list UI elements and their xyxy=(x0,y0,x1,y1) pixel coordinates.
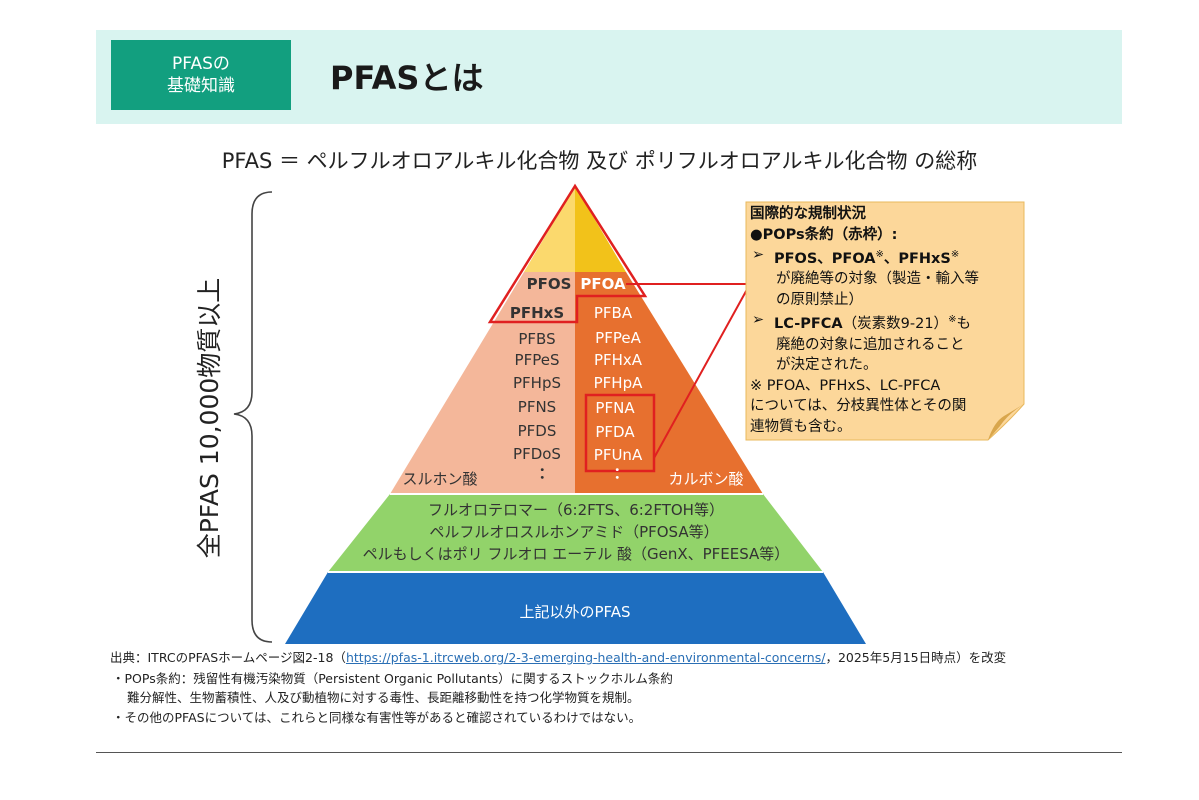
bullet-pops-text: 残留性有機汚染物質（Persistent Organic Pollutants）… xyxy=(193,671,673,686)
badge-line1: PFASの xyxy=(172,54,230,74)
pfas-definition: PFAS ＝ ペルフルオロアルキル化合物 及び ポリフルオロアルキル化合物 の総… xyxy=(221,149,978,173)
bullet-arrow-icon: ➢ xyxy=(752,312,765,329)
green-tier-text: フルオロテロマー（6:2FTS、6:2FTOH等） ペルフルオロスルホンアミド（… xyxy=(363,501,790,563)
note-title: 国際的な規制状況 xyxy=(750,206,866,222)
sulfonic-item: PFDS xyxy=(518,422,557,440)
note-mark: ※ xyxy=(875,249,884,260)
sulfonic-item: PFHpS xyxy=(513,374,561,392)
regulation-note: 国際的な規制状況 ●POPs条約（赤枠）: ➢ PFOS、PFOA※、PFHxS… xyxy=(750,204,1018,437)
carboxylic-item: PFUnA xyxy=(594,446,643,464)
carboxylic-item: PFHxA xyxy=(594,351,643,369)
carboxylic-item: PFDA xyxy=(595,423,635,441)
carboxylic-list: PFBA PFPeA PFHxA PFHpA PFNA PFDA PFUnA ：… xyxy=(594,304,744,488)
carboxylic-label: カルボン酸 xyxy=(668,470,743,488)
bullet-pops: ・POPs条約：残留性有機汚染物質（Persistent Organic Pol… xyxy=(112,668,673,687)
curly-brace xyxy=(233,191,273,643)
carboxylic-item: PFPeA xyxy=(595,329,641,347)
label-pfoa: PFOA xyxy=(580,275,626,293)
note-bullet: ➢ LC-PFCA（炭素数9-21）※も xyxy=(750,310,1018,334)
note-bullet2-rest1: 廃絶の対象に追加されること xyxy=(776,336,965,353)
source-suffix: ，2025年5月15日時点）を改変 xyxy=(825,650,1007,665)
sulfonic-item: PFHxS xyxy=(510,304,564,322)
tier-carboxylic xyxy=(575,272,763,494)
bullet-other-pfas: ・その他のPFASについては、これらと同様な有害性等があると確認されているわけで… xyxy=(112,710,642,725)
badge-line2: 基礎知識 xyxy=(167,76,235,96)
pops-red-frame-top xyxy=(487,183,648,324)
note-bullet2-tail: も xyxy=(956,316,971,333)
page-title: PFASとは xyxy=(330,59,484,97)
side-label: 全PFAS 10,000物質以上 xyxy=(195,278,224,559)
bottom-divider xyxy=(96,752,1122,753)
note-bullet1-rest2: の原則禁止） xyxy=(776,291,863,308)
note-mark: ※ xyxy=(950,249,960,260)
sulfonic-item: PFBS xyxy=(518,330,555,348)
pops-red-frame-lcpfca xyxy=(584,393,656,473)
note-bullet2-mid: （炭素数9-21） xyxy=(842,316,949,333)
source-link[interactable]: https://pfas-1.itrcweb.org/2-3-emerging-… xyxy=(345,650,826,665)
note-paper xyxy=(745,201,1025,441)
source-citation: 出典：ITRCのPFASホームページ図2-18（https://pfas-1.i… xyxy=(110,647,1006,666)
sulfonic-ellipsis: ： xyxy=(538,464,553,482)
note-bullet2-rest2: が決定された。 xyxy=(776,357,878,374)
label-pfos: PFOS xyxy=(527,275,572,293)
source-prefix: 出典：ITRCのPFASホームページ図2-18（ xyxy=(110,650,346,665)
note-bullet1-rest1: が廃絶等の対象（製造・輸入等 xyxy=(776,271,979,288)
note-mark: ※ xyxy=(948,314,957,326)
green-line: ペルもしくはポリ フルオロ エーテル 酸（GenX、PFEESA等） xyxy=(363,545,790,563)
tier-green xyxy=(328,494,823,572)
note-bullet2-bold: LC-PFCA xyxy=(774,316,843,333)
note-bullet1-bold: PFOS、PFOA xyxy=(774,250,876,267)
bullet-pops-head: ・POPs条約： xyxy=(112,671,194,686)
note-bullet1-bold2: 、PFHxS xyxy=(883,250,951,267)
tier-sulfonic xyxy=(390,272,575,494)
carboxylic-item: PFHpA xyxy=(594,374,643,392)
sulfonic-item: PFPeS xyxy=(515,351,560,369)
note-subtitle: ●POPs条約（赤枠）: xyxy=(750,226,898,243)
green-line: ペルフルオロスルホンアミド（PFOSA等） xyxy=(429,523,718,541)
note-footnote1: ※ PFOA、PFHxS、LC-PFCA xyxy=(750,377,941,394)
note-footnote2: については、分枝異性体とその関 xyxy=(750,398,967,415)
blue-tier-label: 上記以外のPFAS xyxy=(519,603,630,621)
note-bullet: ➢ PFOS、PFOA※、PFHxS※ xyxy=(750,245,1018,269)
carboxylic-ellipsis: ： xyxy=(613,464,628,482)
green-line: フルオロテロマー（6:2FTS、6:2FTOH等） xyxy=(428,501,724,519)
category-badge: PFASの 基礎知識 xyxy=(111,40,291,110)
sulfonic-item: PFNS xyxy=(518,398,556,416)
bullet-pops-line2: 難分解性、生物蓄積性、人及び動植物に対する毒性、長距離移動性を持つ化学物質を規制… xyxy=(127,690,640,705)
carboxylic-item: PFBA xyxy=(594,304,633,322)
sulfonic-list: PFHxS PFBS PFPeS PFHpS PFNS PFDS PFDoS ：… xyxy=(402,304,564,488)
sulfonic-item: PFDoS xyxy=(513,445,561,463)
carboxylic-item: PFNA xyxy=(595,399,635,417)
tier-blue xyxy=(285,572,866,644)
note-footnote3: 連物質も含む。 xyxy=(750,418,852,435)
sulfonic-label: スルホン酸 xyxy=(402,470,477,488)
bullet-arrow-icon: ➢ xyxy=(752,247,765,263)
